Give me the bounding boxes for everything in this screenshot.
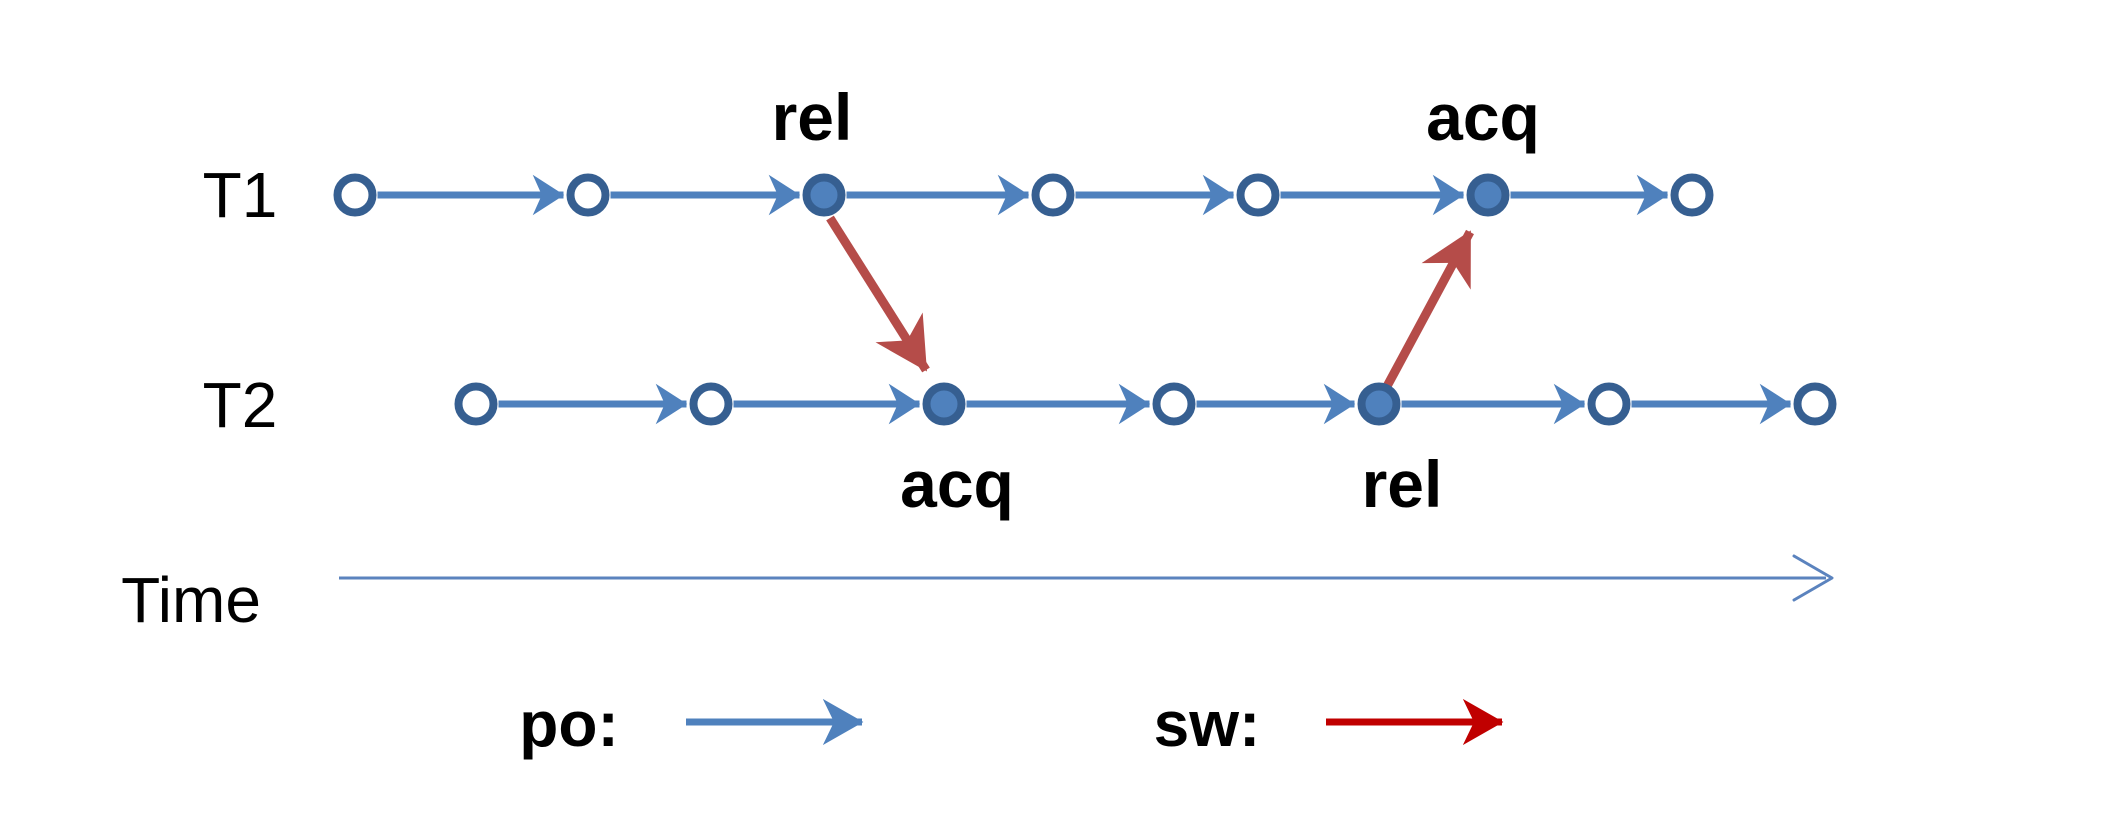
event-node-open xyxy=(1031,173,1075,217)
event-node-filled xyxy=(922,382,966,426)
thread-label-t1: T1 xyxy=(203,159,278,231)
event-node-open xyxy=(1670,173,1714,217)
event-label-acq: acq xyxy=(1426,80,1540,154)
event-node-open xyxy=(1793,382,1837,426)
po-arrows-layer xyxy=(377,174,1792,425)
event-node-filled xyxy=(1357,382,1401,426)
event-node-open xyxy=(1236,173,1280,217)
event-node-filled xyxy=(802,173,846,217)
sw-arrow xyxy=(826,215,930,373)
event-node-open xyxy=(566,173,610,217)
event-nodes-layer xyxy=(333,173,1837,426)
event-label-rel: rel xyxy=(1362,447,1443,521)
legend-sw-label: sw: xyxy=(1154,688,1261,760)
event-node-filled xyxy=(1466,173,1510,217)
event-node-open xyxy=(1587,382,1631,426)
sw-arrows-layer xyxy=(826,215,1474,393)
time-axis-label: Time xyxy=(121,564,261,636)
event-node-open xyxy=(454,382,498,426)
sw-arrow xyxy=(1381,229,1474,393)
event-label-rel: rel xyxy=(772,80,853,154)
event-node-open xyxy=(1152,382,1196,426)
event-node-open xyxy=(333,173,377,217)
thread-label-t2: T2 xyxy=(203,369,278,441)
legend-po-label: po: xyxy=(519,688,619,760)
legend-layer: po: sw: xyxy=(519,688,1504,760)
time-axis-arrowhead-icon xyxy=(1792,554,1834,602)
event-label-acq: acq xyxy=(900,447,1014,521)
time-axis-layer: Time xyxy=(121,554,1834,636)
event-node-open xyxy=(689,382,733,426)
